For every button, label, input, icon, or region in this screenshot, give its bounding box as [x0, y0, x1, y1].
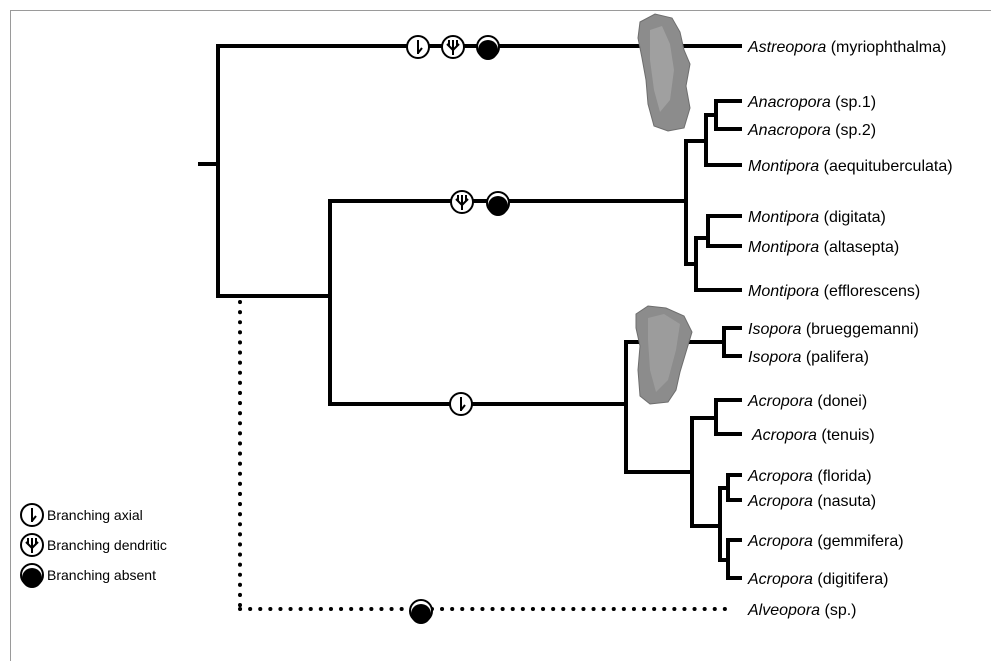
taxon-label: Acropora (tenuis): [751, 427, 875, 444]
taxon-label: Acropora (donei): [747, 393, 867, 410]
astreopora-state-icons: [406, 35, 500, 61]
legend-label-dendritic: Branching dendritic: [47, 537, 167, 553]
absent-icon: [476, 35, 500, 61]
absent-icon: [20, 563, 44, 589]
acropora-state-icons: [449, 392, 473, 416]
figure-frame: [10, 10, 991, 661]
taxon-label: Alveopora (sp.): [747, 602, 857, 619]
taxon-label: Acropora (gemmifera): [747, 533, 904, 550]
taxon-label: Anacropora (sp.1): [747, 94, 876, 111]
legend-item-dendritic: Branching dendritic: [20, 533, 167, 557]
taxon-label: Montipora (altasepta): [748, 239, 899, 256]
coral-photo-isopora: [635, 305, 693, 405]
alveopora-state-icons: [409, 599, 433, 625]
dendritic-icon: [450, 190, 474, 214]
legend-label-absent: Branching absent: [47, 567, 156, 583]
absent-icon: [486, 191, 510, 217]
taxon-label: Anacropora (sp.2): [747, 122, 876, 139]
legend: Branching axial Branching dendritic Bran…: [20, 503, 167, 589]
taxon-labels: Astreopora (myriophthalma) Anacropora (s…: [747, 39, 953, 619]
taxon-label: Montipora (aequituberculata): [748, 158, 953, 175]
taxon-label: Acropora (florida): [747, 468, 872, 485]
taxon-label: Montipora (digitata): [748, 209, 886, 226]
absent-icon: [409, 599, 433, 625]
tree-branches: [198, 44, 742, 611]
taxon-label: Isopora (brueggemanni): [748, 321, 919, 338]
legend-label-axial: Branching axial: [47, 507, 143, 523]
axial-icon: [20, 503, 44, 527]
taxon-label: Isopora (palifera): [748, 349, 869, 366]
taxon-label: Astreopora (myriophthalma): [747, 39, 946, 56]
axial-icon: [449, 392, 473, 416]
axial-icon: [406, 35, 430, 59]
taxon-label: Acropora (digitifera): [747, 571, 889, 588]
montipora-state-icons: [450, 190, 510, 217]
taxon-label: Acropora (nasuta): [747, 493, 876, 510]
legend-item-absent: Branching absent: [20, 563, 156, 589]
taxon-label: Montipora (efflorescens): [748, 283, 920, 300]
coral-photo-astreopora: [637, 13, 691, 132]
legend-item-axial: Branching axial: [20, 503, 143, 527]
dendritic-icon: [441, 35, 465, 59]
dendritic-icon: [20, 533, 44, 557]
